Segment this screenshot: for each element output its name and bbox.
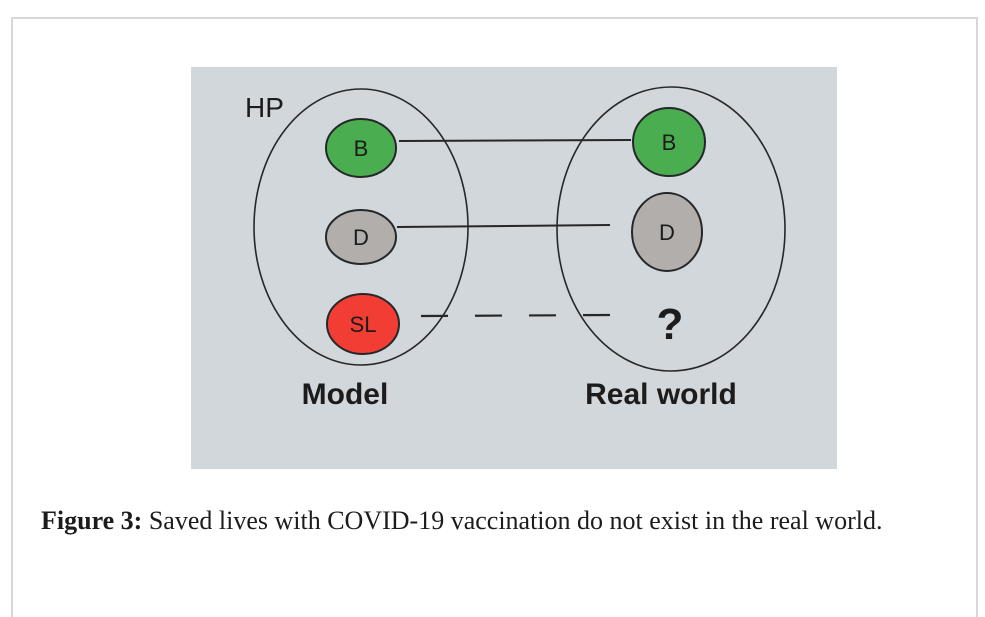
mapping-line-sl-dashed xyxy=(420,313,613,318)
real-world-set-label: Real world xyxy=(585,378,737,411)
venn-diagram: HP B D SL B D ? Model R xyxy=(245,86,786,411)
mapping-line-d xyxy=(396,224,611,228)
figure-caption-text: Saved lives with COVID-19 vaccination do… xyxy=(142,506,883,535)
missing-sl-question-mark: ? xyxy=(657,300,684,349)
real-world-node-b-circle xyxy=(632,107,706,177)
mapping-line-b xyxy=(398,139,632,142)
real-world-node-d-circle xyxy=(631,192,703,272)
real-world-set-ellipse xyxy=(556,86,786,372)
model-node-b-label: B xyxy=(354,136,369,161)
model-set-ellipse xyxy=(253,88,469,366)
model-node-d-label: D xyxy=(353,225,369,250)
figure-caption-number: Figure 3: xyxy=(41,506,143,535)
real-world-node-d-label: D xyxy=(659,220,675,245)
figure-frame: HP B D SL B D ? Model R xyxy=(11,17,978,617)
figure-caption: Figure 3: Saved lives with COVID-19 vacc… xyxy=(41,498,975,543)
hp-label: HP xyxy=(245,92,284,123)
model-node-sl-circle xyxy=(326,293,400,355)
model-set-label: Model xyxy=(302,378,389,411)
model-node-b-circle xyxy=(325,118,397,178)
model-node-d-circle xyxy=(325,209,397,265)
diagram-panel: HP B D SL B D ? Model R xyxy=(191,67,837,469)
real-world-node-b-label: B xyxy=(662,130,677,155)
model-node-sl-label: SL xyxy=(350,312,377,337)
